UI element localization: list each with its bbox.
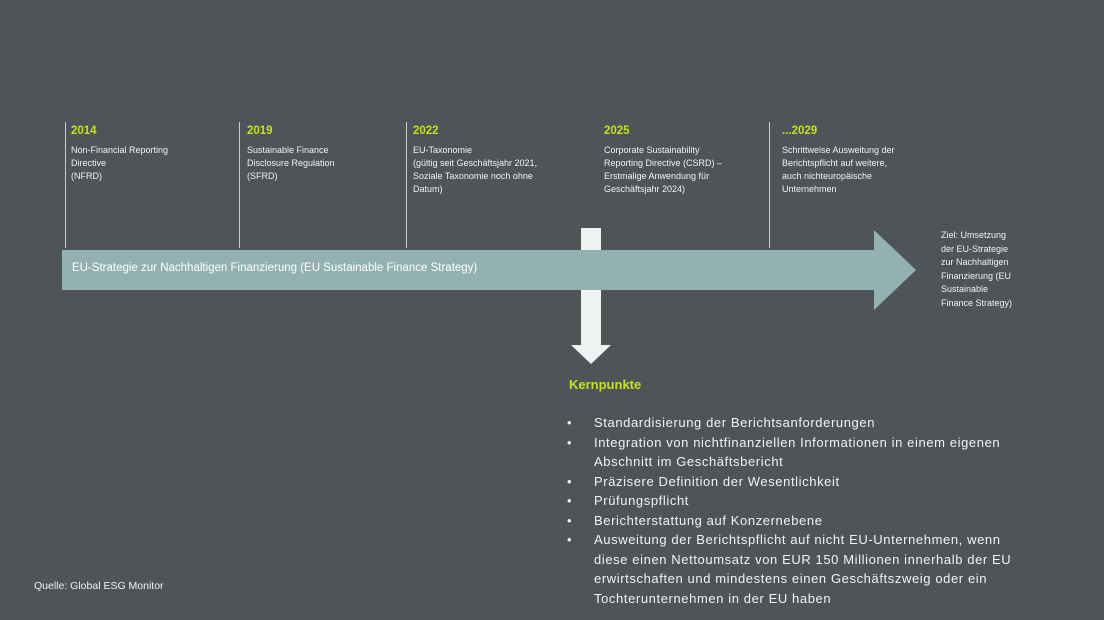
list-item-text: Berichterstattung auf Konzernebene	[594, 512, 823, 528]
list-item: • Präzisere Definition der Wesentlichkeit	[567, 472, 1037, 492]
milestone-2022: 2022 EU-Taxonomie (gültig seit Geschäfts…	[413, 124, 573, 196]
list-item: • Prüfungspflicht	[567, 491, 1037, 511]
milestone-year: 2019	[247, 125, 273, 137]
milestone-year: 2025	[604, 125, 630, 137]
milestone-description: Schrittweise Ausweitung der Berichtspfli…	[782, 145, 895, 194]
timeline-line-2014	[65, 122, 66, 248]
milestone-year: 2022	[413, 125, 439, 137]
milestone-description: Non-Financial Reporting Directive (NFRD)	[71, 145, 169, 181]
main-strategy-arrow	[62, 230, 916, 310]
kernpunkte-title: Kernpunkte	[569, 377, 642, 392]
list-item-text: Integration von nichtfinanziellen Inform…	[594, 434, 1001, 470]
bullet-icon: •	[567, 473, 573, 489]
bullet-icon: •	[567, 415, 573, 430]
milestone-description: EU-Taxonomie (gültig seit Geschäftsjahr …	[413, 145, 538, 194]
list-item: • Berichterstattung auf Konzernebene	[567, 511, 1037, 531]
list-item: • Integration von nichtfinanziellen Infor…	[567, 433, 1037, 472]
timeline-line-2029	[769, 122, 770, 248]
milestone-description: Corporate Sustainability Reporting Direc…	[604, 145, 723, 194]
milestone-2025: 2025 Corporate Sustainability Reporting …	[604, 124, 764, 196]
list-item: • Standardisierung der Berichtsanforderun…	[567, 413, 1037, 433]
bullet-icon: •	[567, 493, 573, 508]
bullet-icon: •	[567, 532, 573, 547]
source-note: Quelle: Global ESG Monitor	[34, 580, 164, 592]
milestone-description: Sustainable Finance Disclosure Regulatio…	[247, 145, 335, 181]
down-arrow-head	[571, 345, 611, 364]
list-item-text: Ausweitung der Berichtspflicht auf nicht…	[594, 532, 1012, 606]
list-item-text: Standardisierung der Berichtsanforderung…	[594, 415, 876, 430]
milestone-year: ...2029	[782, 125, 818, 137]
milestone-2029: ...2029 Schrittweise Ausweitung der Beri…	[782, 124, 942, 196]
bullet-icon: •	[567, 512, 573, 528]
list-item-text: Prüfungspflicht	[594, 493, 689, 508]
milestone-2019: 2019 Sustainable Finance Disclosure Regu…	[247, 124, 397, 183]
timeline-line-2019	[239, 122, 240, 248]
goal-text: Ziel: Umsetzung der EU-Strategie zur Nac…	[941, 230, 1013, 308]
milestone-2014: 2014 Non-Financial Reporting Directive (…	[71, 124, 231, 183]
kernpunkte-list: • Standardisierung der Berichtsanforderun…	[567, 413, 1037, 608]
list-item: • Ausweitung der Berichtspflicht auf nich…	[567, 530, 1037, 608]
bullet-icon: •	[567, 434, 573, 450]
list-item-text: Präzisere Definition der Wesentlichkeit	[594, 473, 840, 489]
milestone-year: 2014	[71, 125, 97, 137]
timeline-line-2022	[406, 122, 407, 248]
strategy-arrow-label: EU-Strategie zur Nachhaltigen Finanzieru…	[72, 262, 478, 274]
